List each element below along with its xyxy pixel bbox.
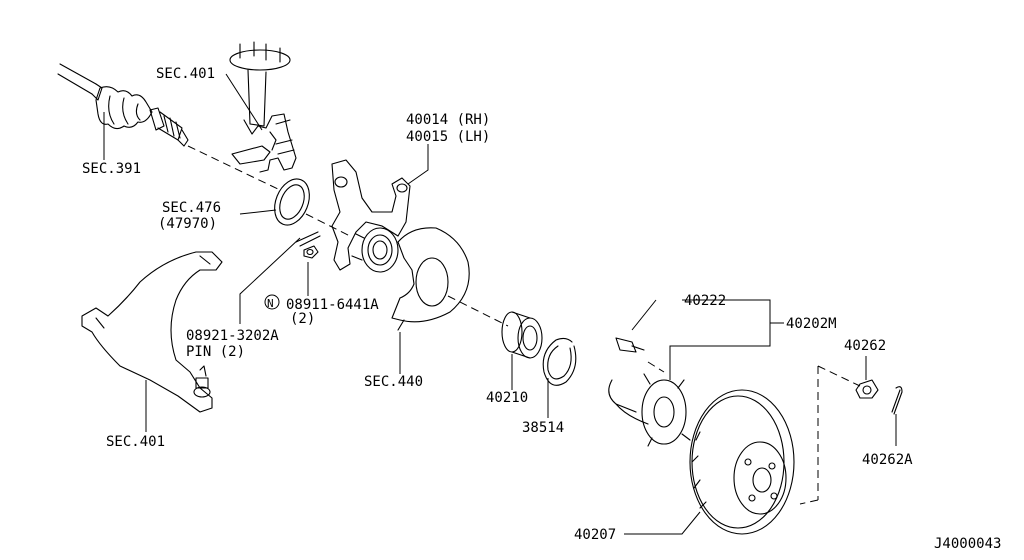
label-08911: 08911-6441A xyxy=(286,297,379,313)
label-40015: 40015 (LH) xyxy=(406,129,490,145)
label-sec391: SEC.391 xyxy=(82,161,141,177)
label-sec401-arm: SEC.401 xyxy=(106,434,165,450)
label-40202m: 40202M xyxy=(786,316,837,332)
wheel-bearing xyxy=(501,311,543,359)
label-40262: 40262 xyxy=(844,338,886,354)
leader-lines xyxy=(103,73,897,535)
pin-and-nut xyxy=(295,231,321,259)
brake-rotor xyxy=(689,389,795,535)
label-pin-qty: PIN (2) xyxy=(186,344,245,360)
lower-control-arm xyxy=(81,251,223,413)
nut-symbol-icon xyxy=(264,294,280,310)
drive-shaft xyxy=(57,63,189,147)
assembly-axis-lines xyxy=(187,145,861,505)
seal-ring xyxy=(274,178,310,226)
splash-shield xyxy=(391,227,470,331)
strut-assembly xyxy=(229,41,297,173)
diagram-id: J4000043 xyxy=(934,536,1001,552)
label-sec440: SEC.440 xyxy=(364,374,423,390)
label-nut-qty: (2) xyxy=(290,311,315,327)
label-08921: 08921-3202A xyxy=(186,328,279,344)
label-40262a: 40262A xyxy=(862,452,913,468)
label-38514: 38514 xyxy=(522,420,564,436)
label-40014: 40014 (RH) xyxy=(406,112,490,128)
label-sec476: SEC.476 xyxy=(162,200,221,216)
label-sec401-strut: SEC.401 xyxy=(156,66,215,82)
label-40222: 40222 xyxy=(684,293,726,309)
label-nut-prefix: N xyxy=(267,297,274,310)
label-40210: 40210 xyxy=(486,390,528,406)
label-47970: (47970) xyxy=(158,216,217,232)
steering-knuckle xyxy=(331,159,411,273)
lock-nut xyxy=(855,379,879,399)
label-40207: 40207 xyxy=(574,527,616,543)
cotter-pin xyxy=(891,386,903,415)
wheel-hub xyxy=(608,337,691,447)
snap-ring xyxy=(542,337,577,386)
